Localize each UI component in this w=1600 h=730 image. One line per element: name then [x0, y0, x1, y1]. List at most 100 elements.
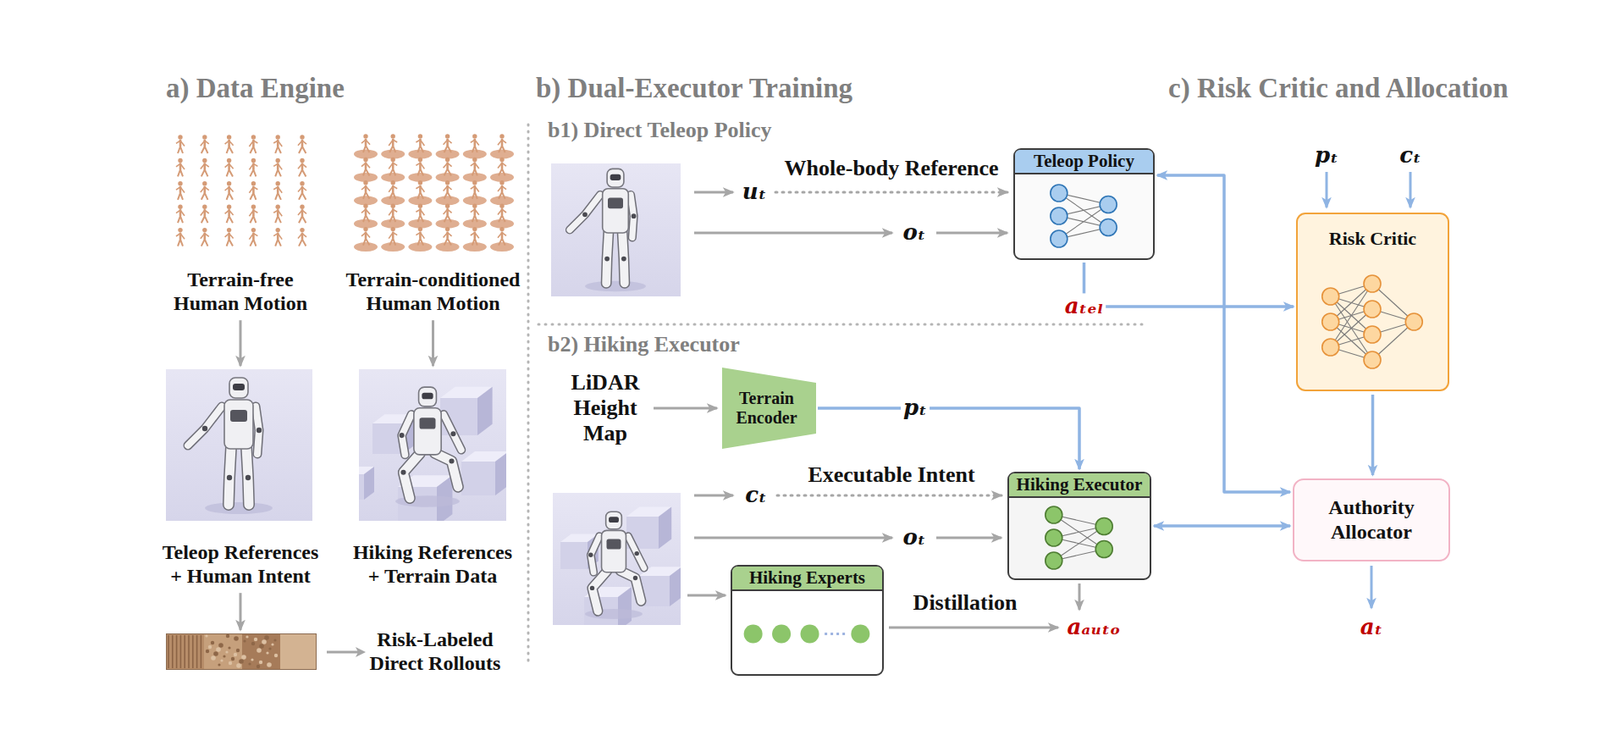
line-label: Executable Intent [807, 462, 975, 488]
human-figure [202, 158, 207, 163]
human-figure [498, 168, 506, 176]
robot-scene [552, 492, 681, 625]
human-figure [361, 186, 370, 192]
robot-joint [245, 474, 251, 480]
human-figure [249, 215, 256, 223]
rough-texture [265, 651, 269, 654]
human-figure [177, 227, 183, 232]
reference-set: Teleop References + Human Intent [156, 369, 325, 588]
robot-torso [224, 399, 254, 449]
human-figure [275, 204, 281, 210]
human-figure [443, 162, 453, 168]
human-figure [226, 193, 233, 200]
rough-texture [256, 647, 262, 653]
signal-name: uₜ [739, 178, 770, 205]
human-figure [201, 169, 209, 177]
robot-joint [202, 425, 208, 431]
arrow-line [936, 536, 1002, 540]
arrow-icon [316, 643, 368, 661]
rough-texture [236, 662, 242, 668]
connector-arrow [431, 320, 435, 366]
robot-limb [569, 194, 601, 230]
node-text: Risk-Labeled Direct Rollouts [367, 628, 503, 675]
rough-texture [259, 660, 263, 664]
human-figure [417, 145, 424, 153]
human-figure [177, 169, 183, 177]
human-figure [472, 180, 477, 185]
network-neuron [1050, 230, 1068, 248]
human-figure [225, 233, 234, 239]
human-figure [248, 163, 258, 170]
human-figure [297, 187, 307, 193]
robot-joint [256, 427, 262, 433]
human-figure [226, 146, 233, 154]
stair-stripe [192, 634, 194, 668]
reference-set: Hiking References + Terrain Data [348, 369, 517, 588]
human-figure [251, 204, 256, 210]
human-figure [251, 181, 256, 186]
human-figure [273, 163, 282, 170]
human-figure [226, 215, 233, 223]
rough-texture [204, 634, 208, 637]
image-area [348, 369, 517, 521]
arrow-line [653, 407, 718, 410]
human-figure [275, 181, 281, 186]
connector-arrow [1157, 175, 1291, 492]
signal-name: cₜ [1396, 142, 1424, 169]
human-figure [249, 146, 256, 154]
robot-joint [590, 585, 595, 591]
human-figure [299, 158, 304, 163]
robot-chest [607, 198, 624, 210]
robot-limb [620, 570, 642, 602]
human-figure [418, 157, 423, 162]
human-figure [391, 157, 396, 162]
human-figure [251, 158, 256, 163]
robot-visor [608, 516, 619, 523]
rough-texture [238, 658, 244, 664]
node-text: Authority Allocator [1309, 495, 1434, 545]
terrain-motion-thumbnails [353, 133, 514, 252]
caption: Teleop References + Human Intent [156, 540, 325, 588]
node-text: Teleop References + Human Intent [156, 540, 325, 588]
human-figure [391, 133, 396, 138]
human-figure [389, 238, 396, 246]
signal-name: pₜ [1312, 142, 1341, 169]
human-figure [177, 158, 183, 163]
data-source: Terrain-conditioned Human Motion [337, 132, 529, 315]
human-figure [248, 233, 258, 240]
human-figure [361, 162, 370, 168]
human-figure [226, 239, 233, 247]
human-figure [273, 233, 282, 240]
human-figure [361, 209, 370, 215]
human-figure [498, 215, 506, 222]
human-figure [226, 158, 232, 163]
scene-ground [358, 369, 507, 521]
human-figure [444, 168, 452, 176]
human-figure [470, 232, 480, 239]
rough-texture [264, 634, 270, 640]
terrain-segment [204, 633, 243, 670]
box-header: Hiking Executor [1009, 473, 1150, 498]
human-figure [176, 209, 185, 216]
robot-joint [582, 212, 588, 218]
terrain-strip [165, 633, 317, 670]
node-text: Risk Critic [1297, 227, 1448, 250]
human-figure [389, 145, 396, 153]
human-figure [417, 192, 424, 199]
human-figure [273, 209, 282, 216]
executor-box: Hiking Executor [1007, 471, 1152, 580]
sand-mound [490, 242, 514, 252]
human-figure [201, 215, 209, 223]
robot-limb [592, 570, 608, 612]
rough-texture [222, 654, 226, 657]
human-figure [444, 145, 452, 153]
rough-texture [273, 638, 276, 641]
arrow-head [355, 646, 366, 657]
rough-texture [259, 643, 265, 649]
human-figure [176, 187, 185, 194]
network-neuron [1363, 351, 1381, 369]
network-neuron [1322, 338, 1340, 356]
network-neuron [1095, 518, 1113, 536]
expert-dot [800, 624, 820, 644]
